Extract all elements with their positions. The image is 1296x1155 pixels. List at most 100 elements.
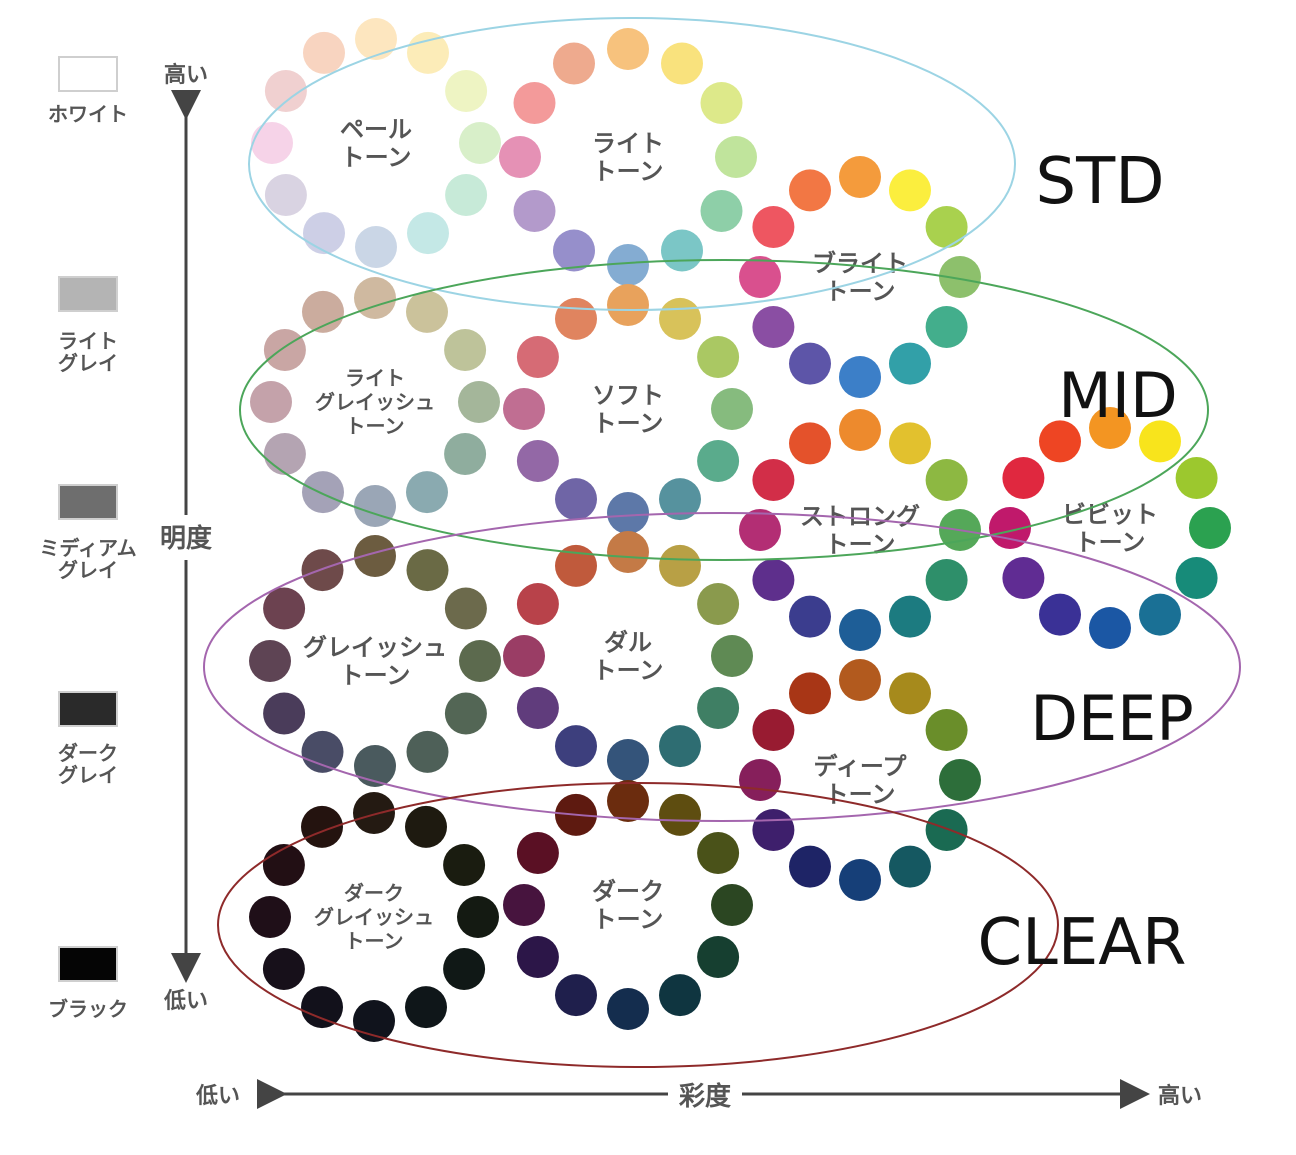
tone-dot-dark	[516, 936, 559, 978]
brightness-low-label: 低い	[163, 989, 208, 1014]
tone-dot-vivid	[1175, 557, 1218, 599]
tone-dot-light	[700, 82, 743, 124]
tone-dot-bright	[839, 156, 881, 198]
tone-label-dull: トーン	[593, 657, 664, 685]
tone-dot-dull	[697, 583, 740, 625]
tone-dot-deep	[925, 709, 968, 751]
tone-dot-soft	[516, 336, 559, 378]
tone-dot-soft	[516, 440, 559, 482]
tone-dot-soft	[555, 297, 597, 340]
tone-dot-light	[661, 229, 703, 272]
tone-dot-bright	[889, 169, 931, 212]
gray-swatch-white	[58, 56, 118, 92]
tone-dot-strong	[889, 595, 931, 638]
tone-dot-soft	[607, 284, 649, 326]
tone-dot-vivid	[1002, 457, 1045, 499]
gray-swatch-black	[58, 946, 118, 982]
tone-dot-grayish	[459, 640, 501, 682]
tone-dot-vivid	[1039, 420, 1081, 463]
tone-dot-dark	[697, 936, 740, 978]
tone-label-pale: トーン	[341, 144, 412, 172]
tone-dot-grayish	[263, 587, 306, 630]
saturation-axis-label: 彩度	[678, 1081, 731, 1112]
tone-dot-grayish	[354, 745, 396, 787]
saturation-high-label: 高い	[1158, 1083, 1202, 1109]
tone-dot-dark-grayish	[262, 844, 305, 886]
tone-dot-dark-grayish	[443, 844, 486, 886]
tone-dot-deep	[789, 672, 831, 715]
tone-dot-light	[553, 42, 595, 85]
tone-dot-bright	[752, 306, 795, 348]
tone-dot-deep	[789, 845, 831, 888]
tone-dot-light	[553, 229, 595, 272]
group-label-clear: CLEAR	[977, 906, 1186, 980]
gray-label-medium-gray: グレイ	[58, 558, 118, 582]
tone-dot-vivid	[1139, 420, 1181, 463]
tone-dot-dull	[607, 531, 649, 573]
tone-dot-dark-grayish	[405, 986, 447, 1029]
gray-label-light-gray: グレイ	[58, 351, 118, 375]
tone-dot-dark	[659, 974, 701, 1017]
tone-dot-grayish	[406, 549, 449, 592]
tone-dot-pale	[264, 70, 307, 112]
saturation-low-label: 低い	[195, 1084, 240, 1109]
tone-label-dull: ダル	[604, 629, 652, 657]
tone-dot-dull	[659, 725, 701, 768]
tone-dot-soft	[697, 440, 740, 482]
tone-dot-deep	[889, 845, 931, 888]
tone-dot-vivid	[1175, 457, 1218, 499]
tone-dot-soft	[711, 388, 753, 430]
tone-label-soft: ソフト	[592, 382, 664, 410]
group-label-std: STD	[1036, 145, 1165, 219]
tone-label-light-grayish: グレイッシュ	[315, 390, 435, 414]
gray-swatch-dark-gray	[58, 691, 118, 727]
tone-dot-light-grayish	[458, 381, 500, 423]
tone-dot-bright	[889, 342, 931, 385]
tone-dot-dull	[503, 635, 545, 677]
group-label-deep: DEEP	[1030, 682, 1193, 755]
group-ellipse-mid	[239, 259, 1209, 561]
tone-dot-vivid	[1139, 593, 1181, 636]
tone-dot-bright	[939, 256, 981, 298]
tone-label-vivid: ビビット	[1062, 501, 1158, 529]
tone-label-vivid: トーン	[1075, 529, 1146, 557]
tone-label-light-grayish: トーン	[346, 414, 405, 438]
tone-dot-light	[700, 190, 743, 232]
tone-dot-dark-grayish	[301, 805, 343, 848]
tone-dot-dark-grayish	[262, 948, 305, 990]
gray-label-dark-gray: ダーク	[58, 741, 118, 765]
tone-dot-grayish	[263, 692, 306, 735]
group-ellipse-clear	[217, 782, 1059, 1068]
tone-dot-dark-grayish	[405, 805, 447, 848]
tone-dot-dull	[659, 544, 701, 587]
tone-dot-pale	[264, 174, 307, 216]
tone-dot-vivid	[1089, 607, 1131, 649]
tone-dot-dull	[555, 544, 597, 587]
gray-label-dark-gray: グレイ	[58, 763, 118, 787]
tone-dot-strong	[752, 559, 795, 601]
tone-label-grayish: グレイッシュ	[303, 634, 447, 662]
tone-dot-dull	[516, 687, 559, 729]
tone-dot-light-grayish	[302, 471, 344, 514]
tone-dot-pale	[459, 122, 501, 164]
tone-dot-vivid	[1189, 507, 1231, 549]
tone-dot-pale	[445, 70, 488, 112]
tone-dot-vivid	[989, 507, 1031, 549]
tone-dot-pale	[407, 31, 449, 74]
tone-label-dark: ダーク	[592, 878, 664, 906]
tone-dot-light-grayish	[354, 485, 396, 527]
tone-dot-dark	[711, 884, 753, 926]
tone-dot-pale	[445, 174, 488, 216]
tone-dot-deep	[739, 759, 781, 801]
tone-dot-deep	[889, 672, 931, 715]
tone-dot-dark	[607, 988, 649, 1030]
tone-dot-deep	[939, 759, 981, 801]
tone-dot-dark-grayish	[249, 896, 291, 938]
tone-dot-dull	[711, 635, 753, 677]
